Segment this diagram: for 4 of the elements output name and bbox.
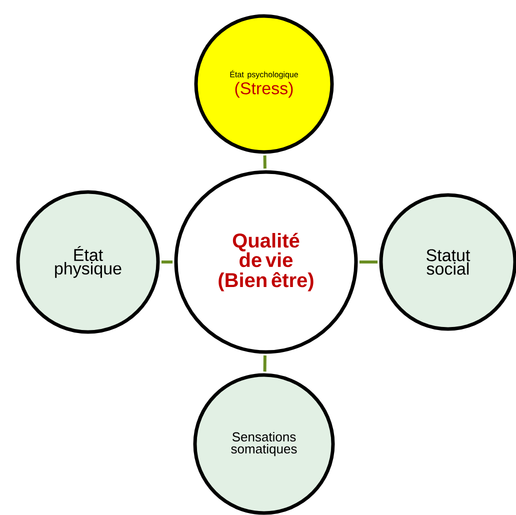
connector-line — [161, 260, 173, 264]
connector-line — [263, 355, 266, 372]
connector-line — [263, 155, 266, 169]
connector-line — [359, 260, 378, 264]
